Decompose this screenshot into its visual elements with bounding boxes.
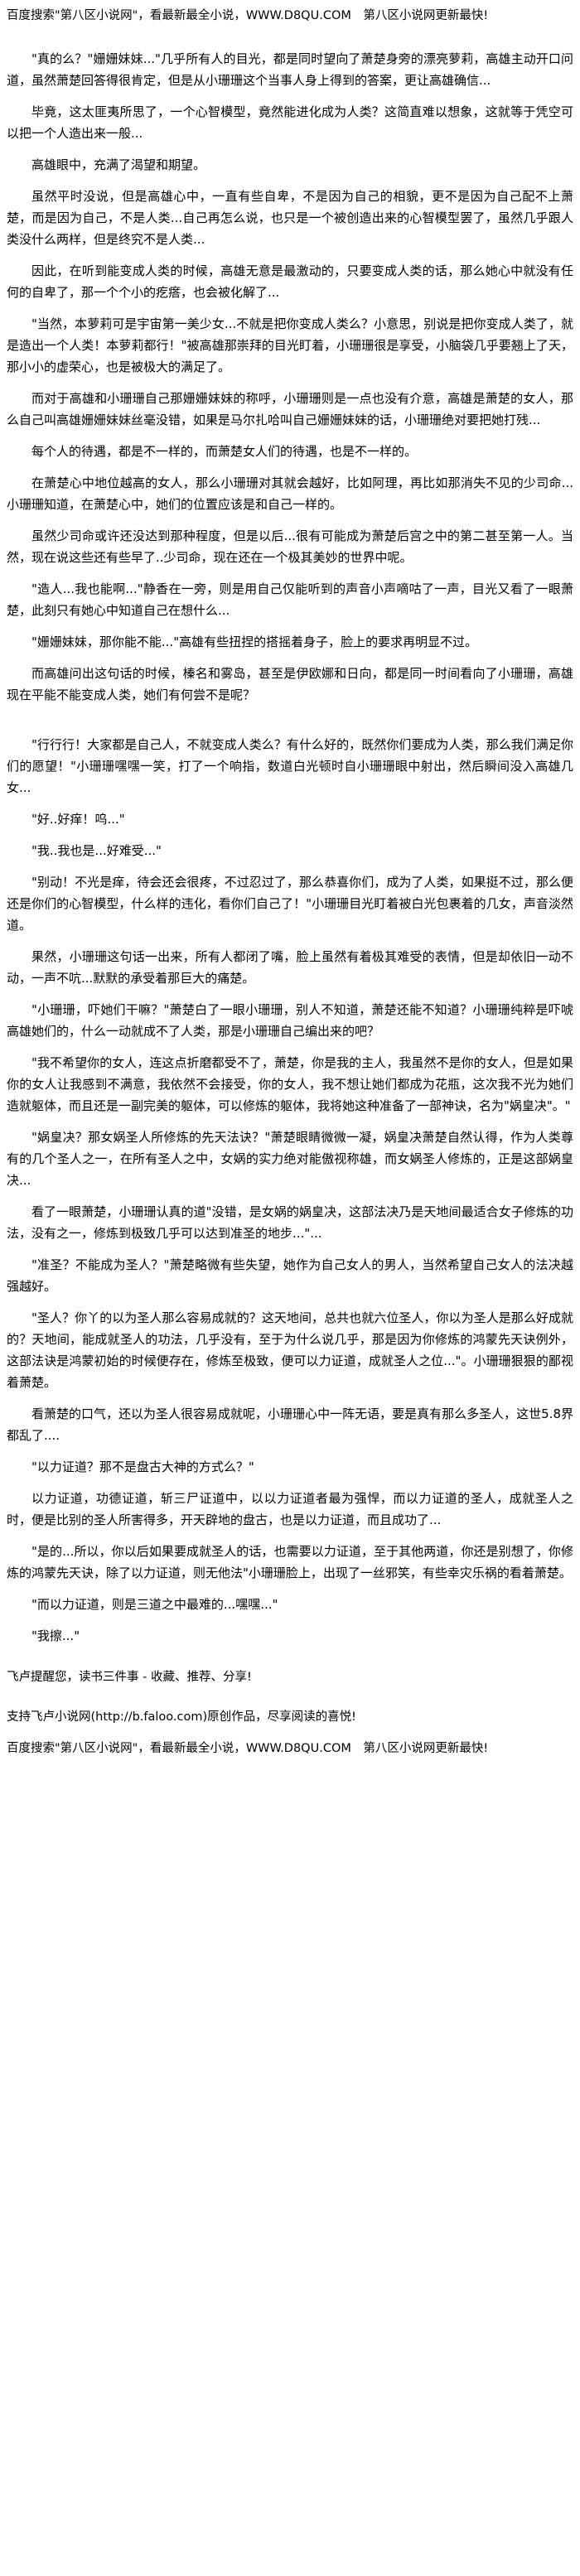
- chapter-paragraph: "圣人？你丫的以为圣人那么容易成就的？这天地间，总共也就六位圣人，你以为圣人是那…: [7, 1310, 573, 1390]
- chapter-paragraph: "我擦...": [31, 1628, 80, 1643]
- chapter-paragraph: "姗姗妹妹，那你能不能..."高雄有些扭捏的搭摇着身子，脸上的要求再明显不过。: [31, 634, 478, 649]
- support-notice: 支持飞卢小说网(http://b.faloo.com)原创作品，尽享阅读的喜悦!: [7, 1710, 356, 1724]
- chapter-paragraph: 在萧楚心中地位越高的女人，那么小珊珊对其就会越好，比如阿理，再比如那消失不见的少…: [7, 475, 573, 512]
- chapter-paragraph: 毕竟，这太匪夷所思了，一个心智模型，竟然能进化成为人类？这简直难以想象，这就等于…: [7, 104, 573, 141]
- chapter-paragraph: 虽然少司命或许还没达到那种程度，但是以后...很有可能成为萧楚后宫之中的第二甚至…: [7, 528, 573, 565]
- chapter-paragraph: 以力证道，功德证道，斩三尸证道中，以以力证道者最为强悍，而以力证道的圣人，成就圣…: [7, 1491, 573, 1527]
- chapter-paragraph: 果然，小珊珊这句话一出来，所有人都闭了嘴，脸上虽然有着极其难受的表情，但是却依旧…: [7, 949, 573, 986]
- chapter-paragraph: 而高雄问出这句话的时候，榛名和雾岛，甚至是伊欧娜和日向，都是同一时间看向了小珊珊…: [7, 666, 573, 702]
- chapter-paragraph: "我..我也是...好难受...": [31, 843, 162, 858]
- chapter-paragraph: 看萧楚的口气，还以为圣人很容易成就呢，小珊珊心中一阵无语，要是真有那么多圣人，这…: [7, 1406, 573, 1443]
- chapter-paragraph: "真的么？"姗姗妹妹..."几乎所有人的目光，都是同时望向了萧楚身旁的漂亮萝莉，…: [7, 51, 573, 88]
- chapter-body: "真的么？"姗姗妹妹..."几乎所有人的目光，都是同时望向了萧楚身旁的漂亮萝莉，…: [7, 48, 573, 1647]
- chapter-paragraph: "而以力证道，则是三道之中最难的...嘿嘿...": [31, 1597, 278, 1612]
- site-banner-top: 百度搜索"第八区小说网"，看最新最全小说，WWW.D8QU.COM 第八区小说网…: [7, 9, 489, 22]
- chapter-paragraph: 高雄眼中，充满了渴望和期望。: [31, 157, 206, 172]
- chapter-paragraph: 看了一眼萧楚，小珊珊认真的道"没错，是女娲的娲皇决，这部法决乃是天地间最适合女子…: [7, 1204, 573, 1241]
- chapter-paragraph: "准圣？不能成为圣人？"萧楚略微有些失望，她作为自己女人的男人，当然希望自己女人…: [7, 1257, 573, 1294]
- chapter-paragraph: "以力证道？那不是盘古大神的方式么？": [31, 1459, 254, 1474]
- chapter-paragraph: "别动！不光是痒，待会还会很疼，不过忍过了，那么恭喜你们，成为了人类，如果挺不过…: [7, 875, 573, 933]
- chapter-paragraph: "娲皇决？那女娲圣人所修炼的先天法诀？"萧楚眼睛微微一凝，娲皇决萧楚自然认得，作…: [7, 1130, 573, 1188]
- chapter-paragraph: "是的...所以，你以后如果要成就圣人的话，也需要以力证道，至于其他两道，你还是…: [7, 1544, 573, 1580]
- site-banner-bottom: 百度搜索"第八区小说网"，看最新最全小说，WWW.D8QU.COM 第八区小说网…: [7, 1742, 489, 1755]
- reading-tip: 飞卢提醒您，读书三件事 - 收藏、推荐、分享!: [7, 1671, 252, 1684]
- chapter-paragraph: "造人...我也能啊..."静香在一旁，则是用自己仅能听到的声音小声嘀咕了一声，…: [7, 581, 573, 618]
- chapter-paragraph: 每个人的待遇，都是不一样的，而萧楚女人们的待遇，也是不一样的。: [31, 444, 418, 459]
- chapter-paragraph: 而对于高雄和小珊珊自己那姗姗妹妹的称呼，小珊珊则是一点也没有介意，高雄是萧楚的女…: [7, 391, 573, 427]
- chapter-paragraph: "行行行！大家都是自己人，不就变成人类么？有什么好的，既然你们要成为人类，那么我…: [7, 737, 573, 795]
- chapter-paragraph: "我不希望你的女人，连这点折磨都受不了，萧楚，你是我的主人，我虽然不是你的女人，…: [7, 1055, 573, 1113]
- chapter-paragraph: 因此，在听到能变成人类的时候，高雄无意是最激动的，只要变成人类的话，那么她心中就…: [7, 263, 573, 300]
- chapter-paragraph: "当然，本萝莉可是宇宙第一美少女...不就是把你变成人类么？小意思，别说是把你变…: [7, 316, 573, 374]
- chapter-paragraph: "小珊珊，吓她们干嘛？"萧楚白了一眼小珊珊，别人不知道，萧楚还能不知道？小珊珊纯…: [7, 1002, 573, 1039]
- chapter-paragraph: "好..好痒！呜...": [31, 812, 125, 827]
- chapter-paragraph: 虽然平时没说，但是高雄心中，一直有些自卑，不是因为自己的相貌，更不是因为自己配不…: [7, 189, 573, 247]
